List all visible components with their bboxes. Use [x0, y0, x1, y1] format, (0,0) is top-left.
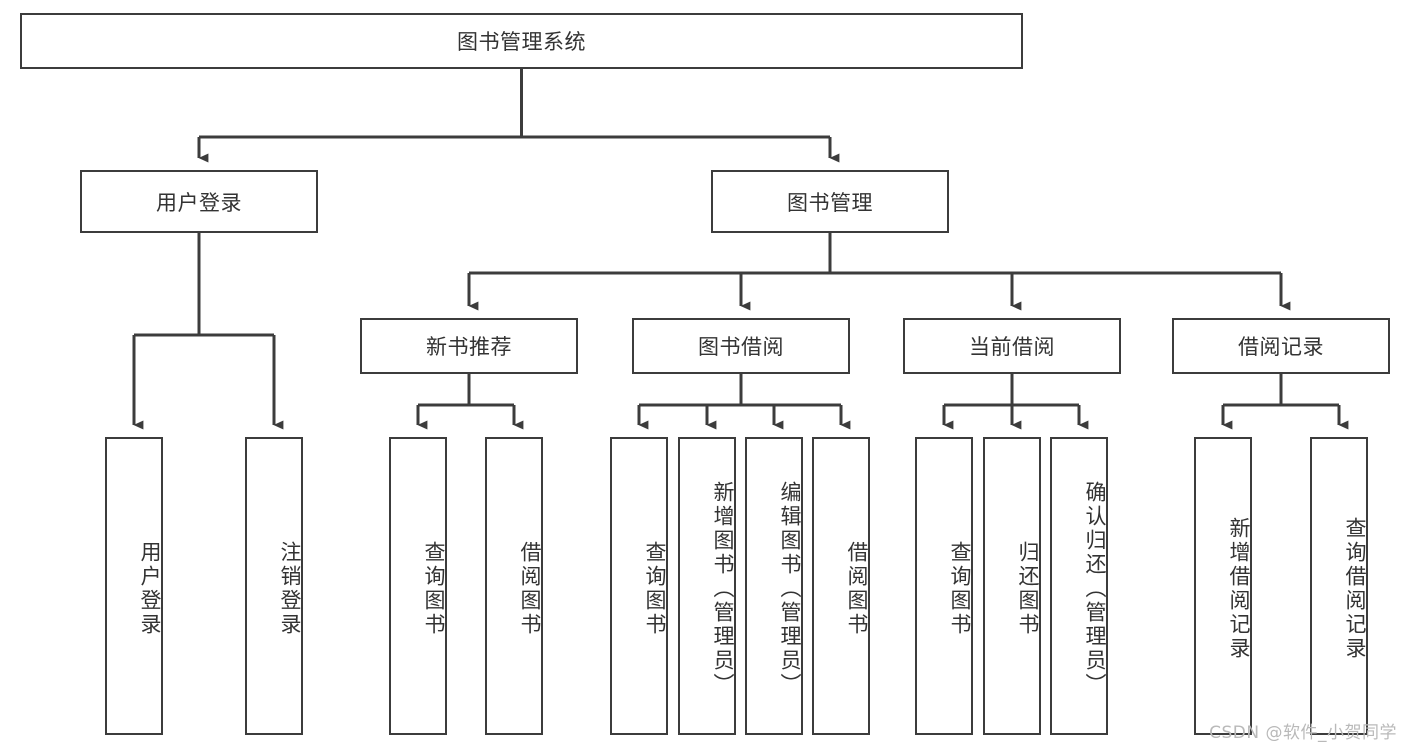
leaf-record-add-borrow-record[interactable]: 新增借阅记录 [1194, 437, 1252, 735]
leaf-borrow-query-book-label: 查询图书 [643, 541, 667, 637]
node-borrow-record-label: 借阅记录 [1238, 335, 1324, 359]
leaf-borrow-query-book[interactable]: 查询图书 [610, 437, 668, 735]
leaf-current-return-book[interactable]: 归还图书 [983, 437, 1041, 735]
leaf-borrow-borrow-book[interactable]: 借阅图书 [812, 437, 870, 735]
leaf-current-return-book-label: 归还图书 [1016, 541, 1040, 637]
node-new-book-recommend[interactable]: 新书推荐 [360, 318, 578, 374]
node-book-management-label: 图书管理 [787, 190, 873, 215]
leaf-logout[interactable]: 注销登录 [245, 437, 303, 735]
leaf-record-query-borrow-record-label: 查询借阅记录 [1343, 517, 1367, 661]
leaf-borrow-edit-book-admin-label: 编辑图书（管理员） [778, 481, 802, 697]
leaf-record-add-borrow-record-label: 新增借阅记录 [1227, 517, 1251, 661]
node-current-borrow[interactable]: 当前借阅 [903, 318, 1121, 374]
leaf-current-query-book-label: 查询图书 [948, 541, 972, 637]
leaf-current-query-book[interactable]: 查询图书 [915, 437, 973, 735]
node-borrow-record[interactable]: 借阅记录 [1172, 318, 1390, 374]
leaf-newbook-borrow-book[interactable]: 借阅图书 [485, 437, 543, 735]
node-book-management[interactable]: 图书管理 [711, 170, 949, 233]
node-book-borrow-label: 图书借阅 [698, 335, 784, 359]
node-user-login-label: 用户登录 [156, 190, 242, 215]
leaf-current-confirm-return-admin[interactable]: 确认归还（管理员） [1050, 437, 1108, 735]
leaf-logout-label: 注销登录 [278, 541, 302, 637]
leaf-user-login[interactable]: 用户登录 [105, 437, 163, 735]
leaf-borrow-borrow-book-label: 借阅图书 [845, 541, 869, 637]
leaf-borrow-edit-book-admin[interactable]: 编辑图书（管理员） [745, 437, 803, 735]
node-user-login[interactable]: 用户登录 [80, 170, 318, 233]
leaf-newbook-borrow-book-label: 借阅图书 [518, 541, 542, 637]
leaf-newbook-query-book-label: 查询图书 [422, 541, 446, 637]
leaf-user-login-label: 用户登录 [138, 541, 162, 637]
leaf-borrow-add-book-admin-label: 新增图书（管理员） [711, 481, 735, 697]
leaf-record-query-borrow-record[interactable]: 查询借阅记录 [1310, 437, 1368, 735]
node-book-borrow[interactable]: 图书借阅 [632, 318, 850, 374]
watermark: CSDN @软件_小贺同学 [1209, 723, 1397, 743]
node-current-borrow-label: 当前借阅 [969, 335, 1055, 359]
node-root[interactable]: 图书管理系统 [20, 13, 1023, 69]
node-new-book-recommend-label: 新书推荐 [426, 335, 512, 359]
leaf-borrow-add-book-admin[interactable]: 新增图书（管理员） [678, 437, 736, 735]
leaf-newbook-query-book[interactable]: 查询图书 [389, 437, 447, 735]
node-root-label: 图书管理系统 [457, 30, 586, 54]
leaf-current-confirm-return-admin-label: 确认归还（管理员） [1083, 481, 1107, 697]
